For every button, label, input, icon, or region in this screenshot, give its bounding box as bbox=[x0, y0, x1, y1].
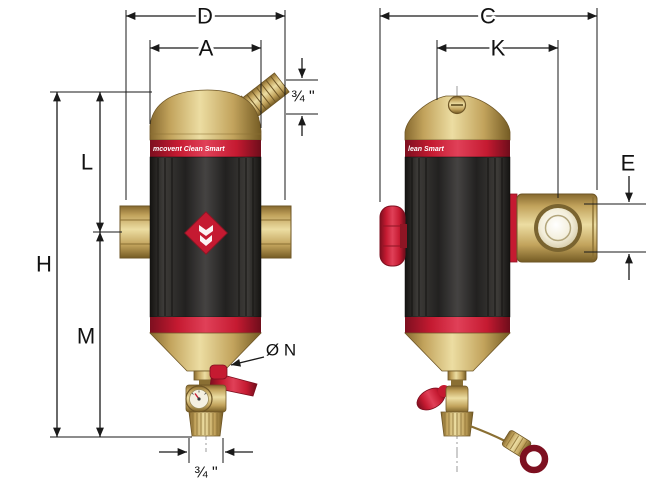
drain-lever-cap bbox=[209, 364, 228, 380]
brand-label-side: lean Smart bbox=[408, 146, 444, 153]
drain-cap-front bbox=[188, 411, 224, 437]
union-nut-left bbox=[119, 205, 153, 259]
vent-screw bbox=[447, 95, 467, 115]
dim-label-c: C bbox=[480, 4, 496, 29]
dim-thread-top: ¾ " bbox=[286, 58, 318, 136]
dim-label-k: K bbox=[491, 36, 506, 61]
dim-label-d: D bbox=[197, 4, 213, 29]
lower-red-band-side bbox=[405, 317, 510, 333]
side-view: lean Smart bbox=[379, 86, 598, 474]
dim-m: M bbox=[74, 232, 104, 437]
front-view: mcovent Clean Smart bbox=[119, 72, 292, 452]
dim-label-n: Ø N bbox=[266, 341, 296, 360]
outlet-hole bbox=[534, 204, 582, 252]
dim-n: Ø N bbox=[230, 338, 299, 367]
cone-collar-side bbox=[447, 370, 467, 381]
dim-label-thread-bottom: ¾ " bbox=[194, 465, 217, 482]
dimensions: D A C K H bbox=[33, 1, 646, 484]
dim-l: L bbox=[78, 92, 104, 232]
separator-body-front bbox=[149, 156, 262, 318]
union-nut-right bbox=[258, 205, 292, 259]
dim-h: H bbox=[33, 92, 61, 437]
separator-body-side bbox=[404, 156, 511, 318]
bottom-cone-side bbox=[404, 332, 511, 372]
dim-e: E bbox=[584, 148, 646, 280]
flamco-logo bbox=[184, 211, 228, 255]
dim-d: D bbox=[125, 1, 286, 200]
brand-band-side: lean Smart bbox=[405, 140, 510, 157]
drain-gauge bbox=[185, 385, 213, 413]
dim-a: A bbox=[149, 33, 262, 128]
dim-thread-bottom: ¾ " bbox=[159, 438, 253, 484]
top-cap bbox=[149, 89, 262, 141]
valve-knob bbox=[379, 205, 407, 267]
dim-label-m: M bbox=[77, 324, 95, 349]
outlet-port bbox=[498, 190, 598, 266]
dim-label-e: E bbox=[621, 151, 636, 176]
dim-label-l: L bbox=[81, 150, 93, 175]
drain-body-side bbox=[445, 385, 469, 414]
brand-band-front: mcovent Clean Smart bbox=[150, 140, 261, 157]
drain-cap-side bbox=[440, 411, 474, 437]
dim-k: K bbox=[436, 33, 559, 198]
dim-label-h: H bbox=[36, 252, 52, 277]
brand-label-front: mcovent Clean Smart bbox=[153, 146, 225, 153]
drain-valve-side bbox=[416, 380, 549, 474]
side-top-cone bbox=[404, 95, 511, 141]
lower-red-band-front bbox=[150, 317, 261, 333]
dim-label-a: A bbox=[199, 36, 214, 61]
tether-ring bbox=[519, 444, 549, 474]
dim-c: C bbox=[379, 1, 598, 202]
dim-label-thread-top: ¾ " bbox=[291, 89, 314, 106]
bottom-cone-front bbox=[149, 332, 262, 372]
tether-cord bbox=[469, 424, 506, 442]
drain-valve-front bbox=[185, 364, 258, 437]
